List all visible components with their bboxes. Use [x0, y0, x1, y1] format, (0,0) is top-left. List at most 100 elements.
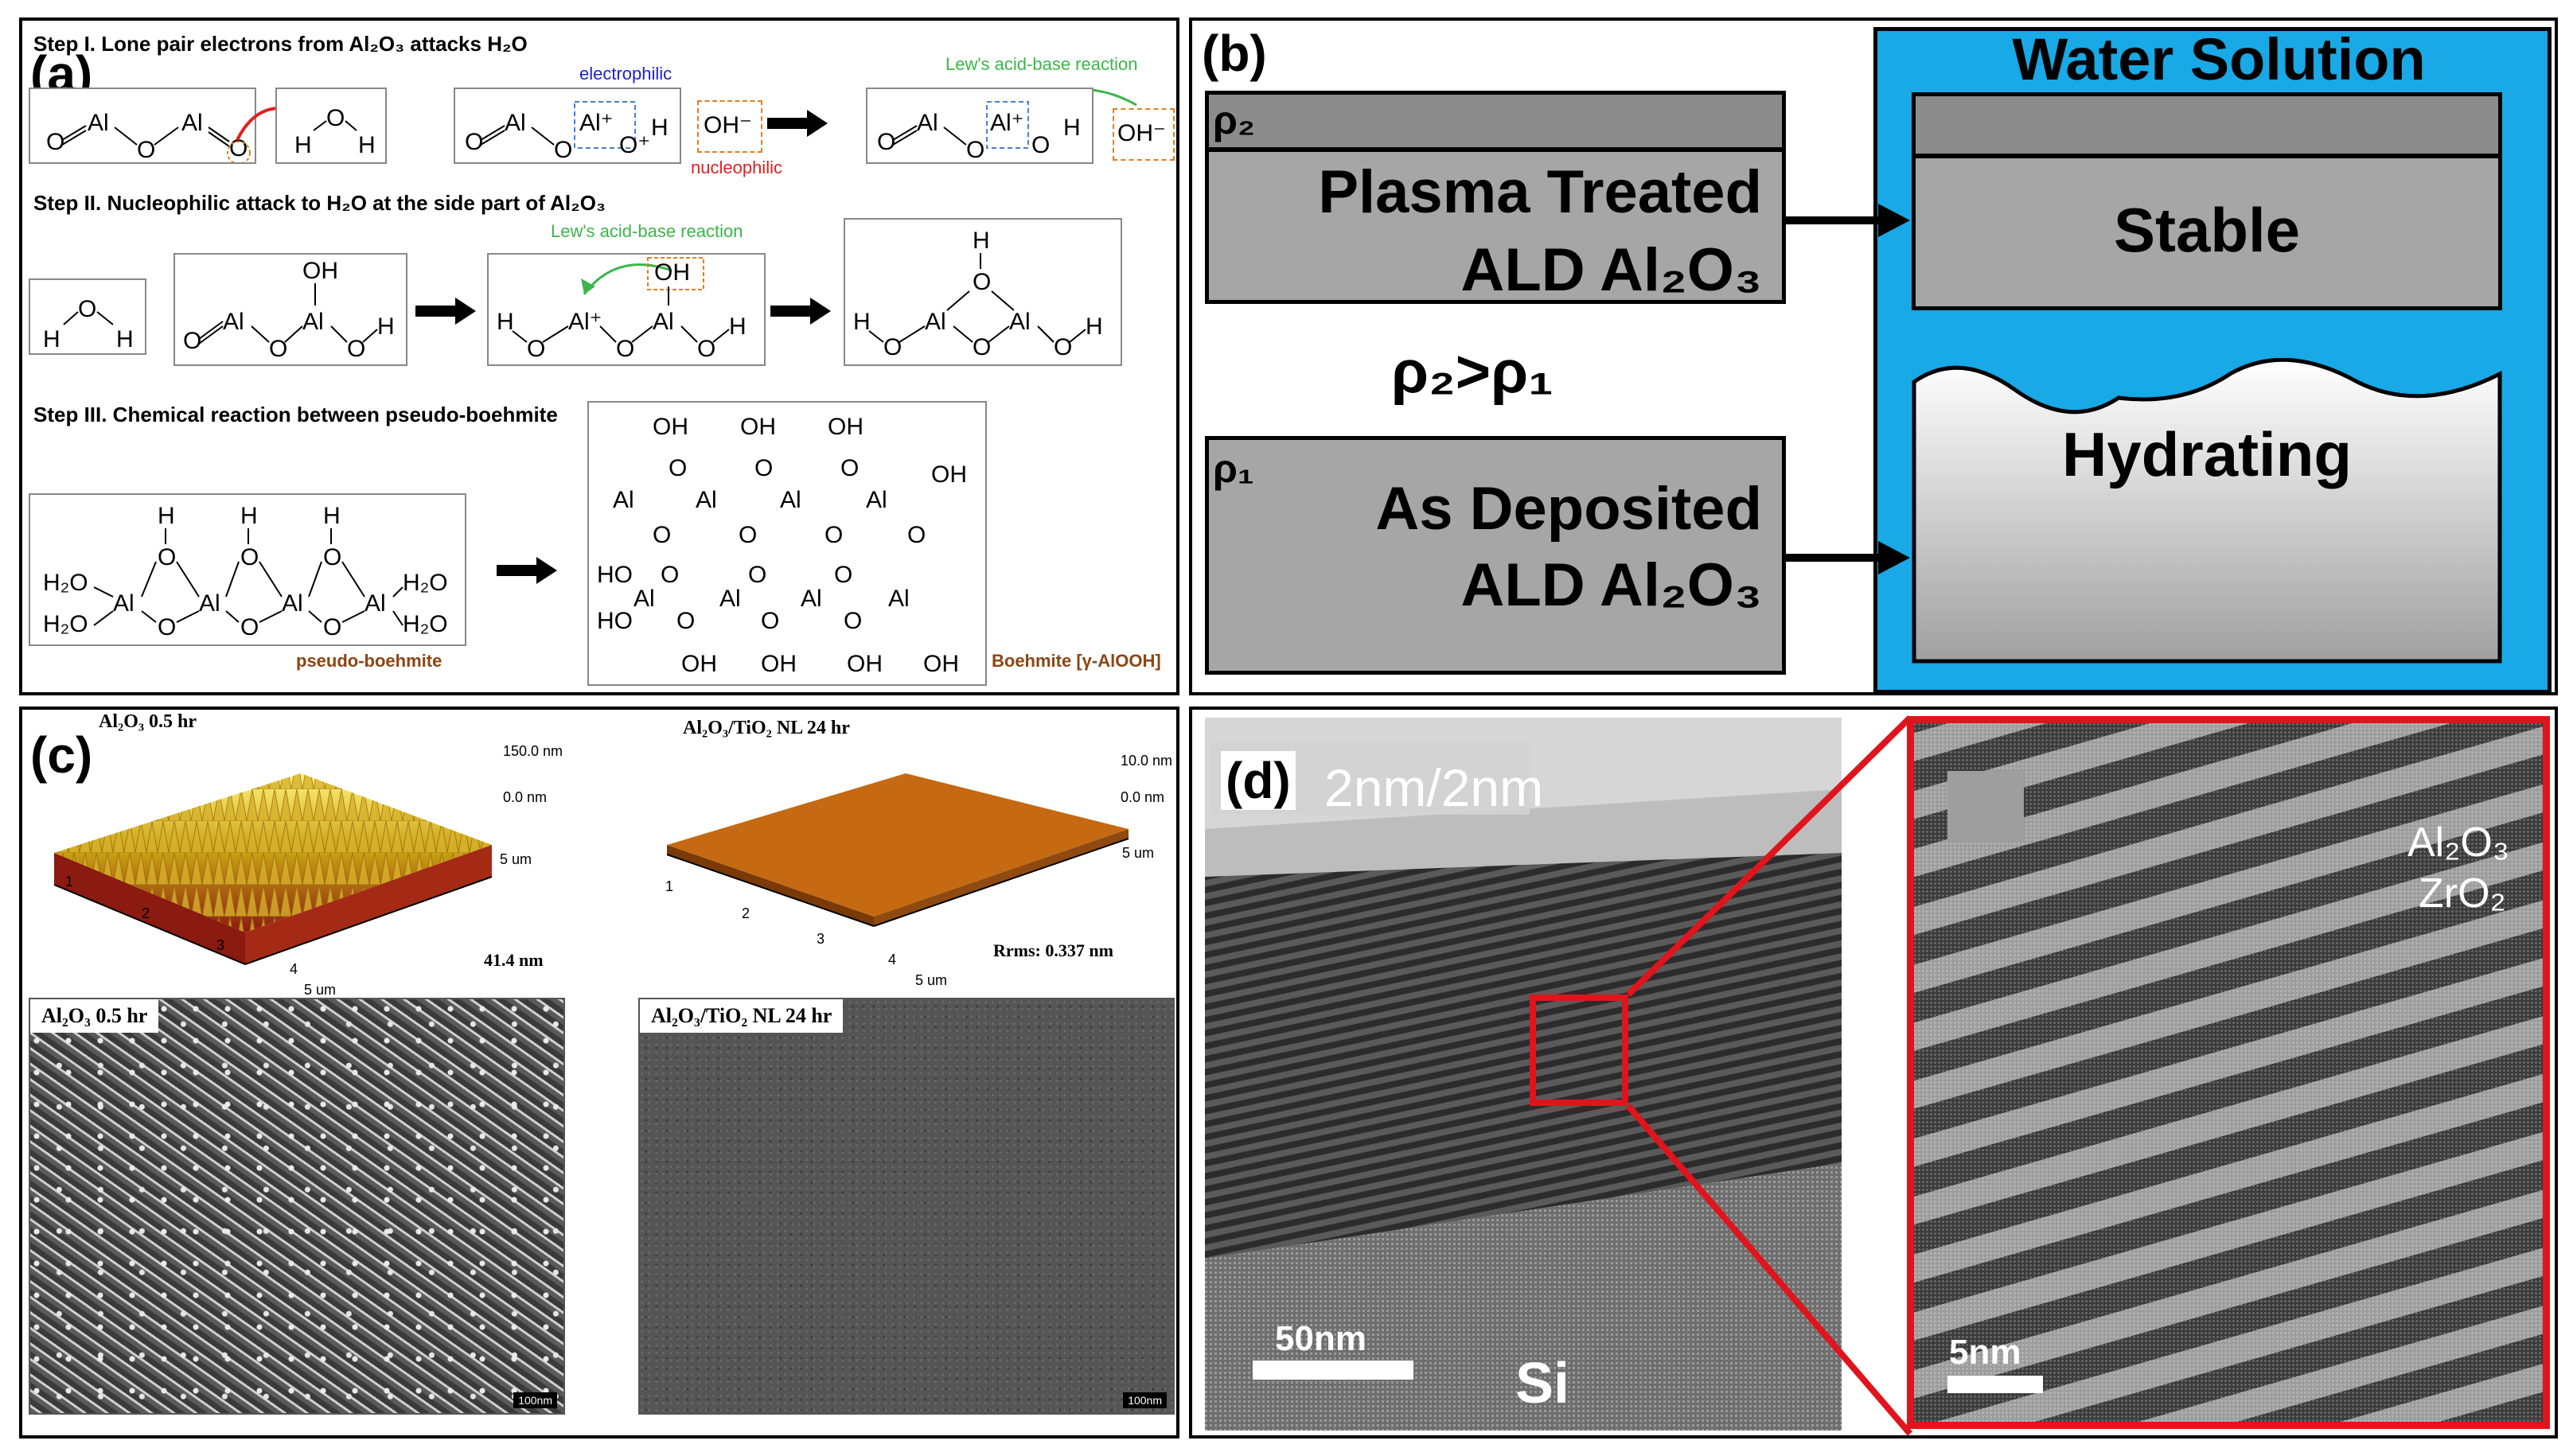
- sem-left-title: Al₂O₃ 0.5 hr: [30, 999, 159, 1033]
- electrophilic-label: electrophilic: [579, 64, 672, 84]
- oh-minus-text: OH⁻: [704, 112, 752, 138]
- svg-text:H: H: [497, 309, 514, 335]
- svg-text:H: H: [116, 326, 134, 352]
- scale-label-50nm: 50nm: [1275, 1319, 1366, 1358]
- svg-text:H₂O: H₂O: [43, 611, 88, 637]
- rho2-label: ρ₂: [1213, 98, 1256, 142]
- svg-text:Al: Al: [113, 590, 134, 617]
- svg-text:H₂O: H₂O: [403, 611, 448, 637]
- svg-text:O: O: [347, 336, 365, 362]
- svg-text:O: O: [653, 522, 671, 548]
- plasma-line1: Plasma Treated: [1318, 158, 1762, 226]
- svg-text:O: O: [966, 137, 984, 162]
- svg-text:O: O: [326, 105, 345, 131]
- afm-left-xtick-3: 3: [216, 937, 225, 953]
- stable-label: Stable: [2113, 195, 2301, 265]
- svg-text:O: O: [616, 336, 634, 362]
- sem-left-scale: 100nm: [513, 1392, 557, 1408]
- svg-text:H: H: [1086, 313, 1103, 340]
- svg-text:O: O: [834, 562, 852, 588]
- svg-text:O⁺: O⁺: [619, 132, 650, 158]
- afm-right-title: Al₂O₃/TiO₂ NL 24 hr: [683, 718, 850, 738]
- stable-block: [1912, 154, 2502, 310]
- afm-right-zmid: 0.0 nm: [1121, 789, 1165, 805]
- afm-left-xtick-1: 1: [65, 874, 74, 890]
- nucleophilic-label: nucleophilic: [691, 158, 782, 177]
- water-solution-title: Water Solution: [2012, 26, 2426, 92]
- step2-intermediate: OH H O Al⁺ O Al O H: [487, 253, 766, 366]
- afm-right-xtick-3: 3: [817, 931, 825, 947]
- svg-text:O: O: [973, 334, 991, 360]
- svg-text:H: H: [294, 132, 312, 158]
- oh-minus-text-2: OH⁻: [1117, 120, 1166, 146]
- afm-right-ztop: 10.0 nm: [1121, 753, 1173, 769]
- step2-water: O H H: [29, 278, 146, 355]
- svg-text:Al: Al: [917, 110, 938, 136]
- svg-text:O: O: [554, 137, 572, 162]
- scale-bar-5nm: [1947, 1376, 2043, 1393]
- lewis-label-1: Lew's acid-base reaction: [945, 54, 1138, 74]
- svg-text:Al⁺: Al⁺: [579, 110, 614, 136]
- product-structure: O Al O Al⁺ O H: [877, 101, 1081, 163]
- svg-text:Al: Al: [282, 590, 303, 617]
- svg-text:H: H: [853, 309, 871, 335]
- svg-text:O: O: [465, 129, 483, 155]
- svg-text:OH: OH: [761, 651, 797, 677]
- reaction-arrow-1: [767, 110, 828, 137]
- svg-text:Al: Al: [613, 487, 634, 513]
- svg-text:Al: Al: [505, 110, 526, 136]
- intermediate-structure: O Al O Al⁺ O⁺ H: [465, 101, 669, 163]
- al2o3-label: Al₂O₃: [2407, 819, 2510, 866]
- svg-text:HO: HO: [597, 608, 633, 634]
- afm-right-3d-surface: [666, 773, 1129, 927]
- scale-label-5nm: 5nm: [1949, 1333, 2021, 1372]
- si-label: Si: [1515, 1352, 1570, 1415]
- afm-left-zmid: 0.0 nm: [503, 789, 548, 805]
- step-1-title: Step I. Lone pair electrons from Al₂O₃ a…: [33, 32, 528, 56]
- svg-text:Al: Al: [365, 590, 386, 617]
- afm-right-yum: 5 um: [1122, 845, 1155, 861]
- afm-left-ztop: 150.0 nm: [503, 743, 563, 759]
- svg-text:H: H: [729, 313, 747, 340]
- hydrating-label: Hydrating: [2061, 419, 2353, 489]
- zoom-region-box: [1530, 995, 1628, 1106]
- scale-bar-50nm: [1253, 1361, 1413, 1380]
- svg-text:O: O: [844, 608, 862, 634]
- svg-text:HO: HO: [597, 562, 633, 588]
- reaction-arrow-4: [497, 557, 557, 584]
- intermediate-structure-2: OH H O Al⁺ O Al O H: [497, 257, 747, 362]
- svg-text:H: H: [1063, 115, 1081, 141]
- svg-text:Al: Al: [88, 110, 109, 136]
- panel-c: (c) Al₂O₃ 0.5 hr 150.0 nm 0.0 nm 1 2 3 4…: [19, 707, 1179, 1438]
- svg-text:O: O: [973, 269, 991, 295]
- svg-text:O: O: [697, 336, 715, 362]
- oh-minus-box-1: OH⁻: [697, 100, 762, 153]
- svg-text:Al: Al: [780, 487, 801, 513]
- svg-text:H₂O: H₂O: [43, 570, 88, 596]
- plasma-top-strip: [1205, 91, 1786, 151]
- svg-text:Al: Al: [696, 487, 717, 513]
- afm-right-xtick-2: 2: [742, 905, 750, 921]
- reaction-arrow-2: [415, 298, 476, 325]
- reaction-arrow-3: [770, 298, 831, 325]
- svg-text:Al: Al: [634, 586, 655, 612]
- stable-top-strip: [1912, 92, 2502, 158]
- product-structure-2: H O H O Al O Al O H: [853, 228, 1103, 360]
- zro2-label: ZrO₂: [2419, 870, 2506, 917]
- svg-text:O: O: [323, 544, 341, 570]
- step2-reactant: OH O Al O Al O H: [173, 253, 407, 366]
- panel-b-label: (b): [1202, 25, 1267, 82]
- water-molecule: O H H: [294, 105, 376, 158]
- svg-text:Al: Al: [888, 586, 910, 612]
- arrow-to-hydrating: [1786, 541, 1910, 574]
- step1-water: O H H: [275, 88, 387, 164]
- svg-text:O: O: [761, 608, 779, 634]
- asdep-block: [1205, 436, 1786, 675]
- density-relation: ρ₂>ρ₁: [1391, 338, 1554, 406]
- svg-text:H: H: [323, 503, 341, 529]
- afm-left-xum: 5 um: [304, 982, 337, 998]
- step2-product: H O H O Al O Al O H: [844, 218, 1122, 366]
- afm-right-xum: 5 um: [915, 972, 948, 988]
